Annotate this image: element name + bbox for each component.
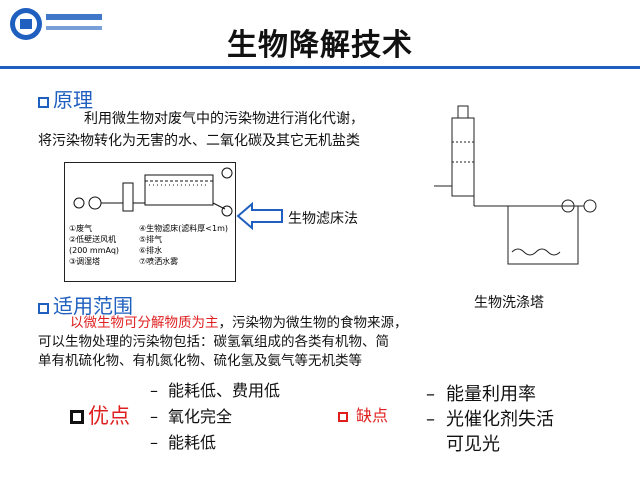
scope-text: 以微生物可分解物质为主，污染物为微生物的食物来源， 可以生物处理的污染物包括：碳… [38,315,408,369]
legend-item: ⑥排水 [139,246,163,255]
principle-heading: 原理 [38,84,93,113]
title-rule [0,66,640,69]
biofilter-schematic [73,167,233,217]
pros-list: –能耗低、费用低 –氧化完全 –能耗低 [150,378,280,456]
pros-heading: 优点 [70,400,130,430]
biofilter-label: 生物滤床法 [288,211,358,227]
legend-item: ①废气 [69,224,93,233]
legend-item: ③调湿塔 [69,257,101,266]
bullet-square-icon [38,303,49,314]
principle-text: 利用微生物对废气中的污染物进行消化代谢， 将污染物转化为无害的水、二氧化碳及其它… [38,111,364,149]
list-item: –氧化完全 [150,407,233,426]
cons-heading: 缺点 [338,402,388,426]
legend-item: ②低壁送风机 [69,235,117,244]
list-item: –能耗低 [150,433,217,452]
scope-heading: 适用范围 [38,290,133,319]
bullet-square-icon [70,410,84,424]
legend-item: ⑤排气 [139,235,163,244]
bullet-square-icon [38,97,49,108]
scope-highlight: 以微生物可分解物质为主 [70,315,219,331]
bullet-square-icon [338,411,348,422]
legend-item: (200 mmAq) [69,246,120,255]
cons-list: –能量利用率 –光催化剂失活 可见光 [426,382,554,457]
list-item: 可见光 [446,434,500,455]
list-item: –能耗低、费用低 [150,381,281,400]
biofilter-diagram: ①废气 ②低壁送风机 (200 mmAq) ③调湿塔 ④生物滤床(滤料厚<1m)… [64,162,236,282]
bioscrubber-diagram [434,105,597,265]
list-item: –能量利用率 [426,384,536,405]
legend-item: ④生物滤床(滤料厚<1m) [139,224,228,233]
slide-title: 生物降解技术 [227,28,413,63]
legend-item: ⑦喷洒水雾 [139,257,179,266]
left-arrow-icon [236,202,283,230]
university-logo [10,8,102,40]
bioscrubber-label: 生物洗涤塔 [474,295,544,311]
list-item: –光催化剂失活 [426,409,554,430]
